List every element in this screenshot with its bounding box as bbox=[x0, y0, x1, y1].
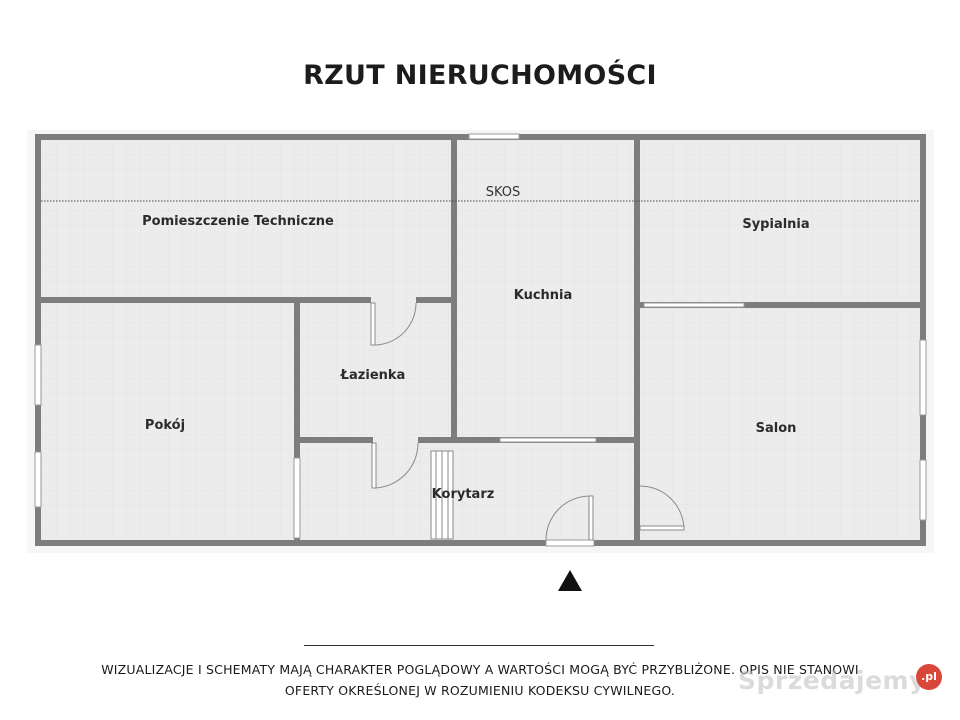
skos-label: SKOS bbox=[486, 185, 521, 200]
wall-room-bathroom bbox=[294, 300, 300, 540]
plan-title: RZUT NIERUCHOMOŚCI bbox=[303, 60, 657, 91]
door-leaf-entrance bbox=[588, 495, 594, 541]
room-label-bathroom: Łazienka bbox=[340, 368, 406, 383]
entrance-arrow-icon bbox=[558, 570, 582, 591]
disclaimer-line-2: OFERTY OKREŚLONEJ W ROZUMIENIU KODEKSU C… bbox=[284, 683, 676, 698]
door-leaf-bathroom-corridor bbox=[371, 442, 377, 489]
room-label-bedroom: Sypialnia bbox=[742, 217, 809, 232]
outer-wall-bottom bbox=[35, 540, 926, 546]
watermark-badge: .pl bbox=[916, 664, 942, 690]
corridor-stairs bbox=[430, 450, 454, 540]
door-leaf-bathroom-top bbox=[370, 302, 376, 346]
door-entrance bbox=[545, 495, 591, 541]
disclaimer: WIZUALIZACJE I SCHEMATY MAJĄ CHARAKTER P… bbox=[20, 659, 940, 701]
disclaimer-line-1: WIZUALIZACJE I SCHEMATY MAJĄ CHARAKTER P… bbox=[101, 662, 859, 677]
wall-technical-kitchen bbox=[451, 140, 457, 443]
wall-bedroom-salon-right bbox=[744, 302, 920, 308]
window-salon-lower bbox=[919, 459, 927, 521]
door-bathroom-corridor bbox=[374, 442, 419, 489]
room-label-salon: Salon bbox=[756, 421, 797, 436]
divider bbox=[304, 645, 654, 646]
room-label-room: Pokój bbox=[145, 418, 185, 433]
floor-area bbox=[40, 140, 920, 540]
window-room-upper bbox=[34, 344, 42, 406]
opening-room-corridor bbox=[293, 457, 301, 539]
door-leaf-salon bbox=[639, 525, 685, 531]
window-kitchen bbox=[468, 133, 520, 140]
wall-kitchen-bedroom bbox=[634, 140, 640, 540]
window-salon-upper bbox=[919, 339, 927, 416]
wall-bathroom-corridor-left bbox=[300, 437, 373, 443]
door-bathroom-top bbox=[373, 302, 417, 346]
room-label-corridor: Korytarz bbox=[432, 487, 495, 502]
room-label-kitchen: Kuchnia bbox=[514, 288, 573, 303]
room-label-technical: Pomieszczenie Techniczne bbox=[142, 214, 334, 229]
window-room-lower bbox=[34, 451, 42, 508]
opening-kitchen-corridor bbox=[499, 437, 597, 443]
windows bbox=[34, 133, 927, 547]
wall-technical-bathroom bbox=[416, 297, 456, 303]
outer-wall-left bbox=[35, 134, 41, 546]
doors bbox=[370, 302, 685, 541]
opening-bedroom-salon bbox=[643, 302, 745, 308]
entrance-opening bbox=[545, 539, 595, 547]
watermark: Sprzedajemy bbox=[738, 666, 926, 695]
wall-technical-room bbox=[41, 297, 371, 303]
